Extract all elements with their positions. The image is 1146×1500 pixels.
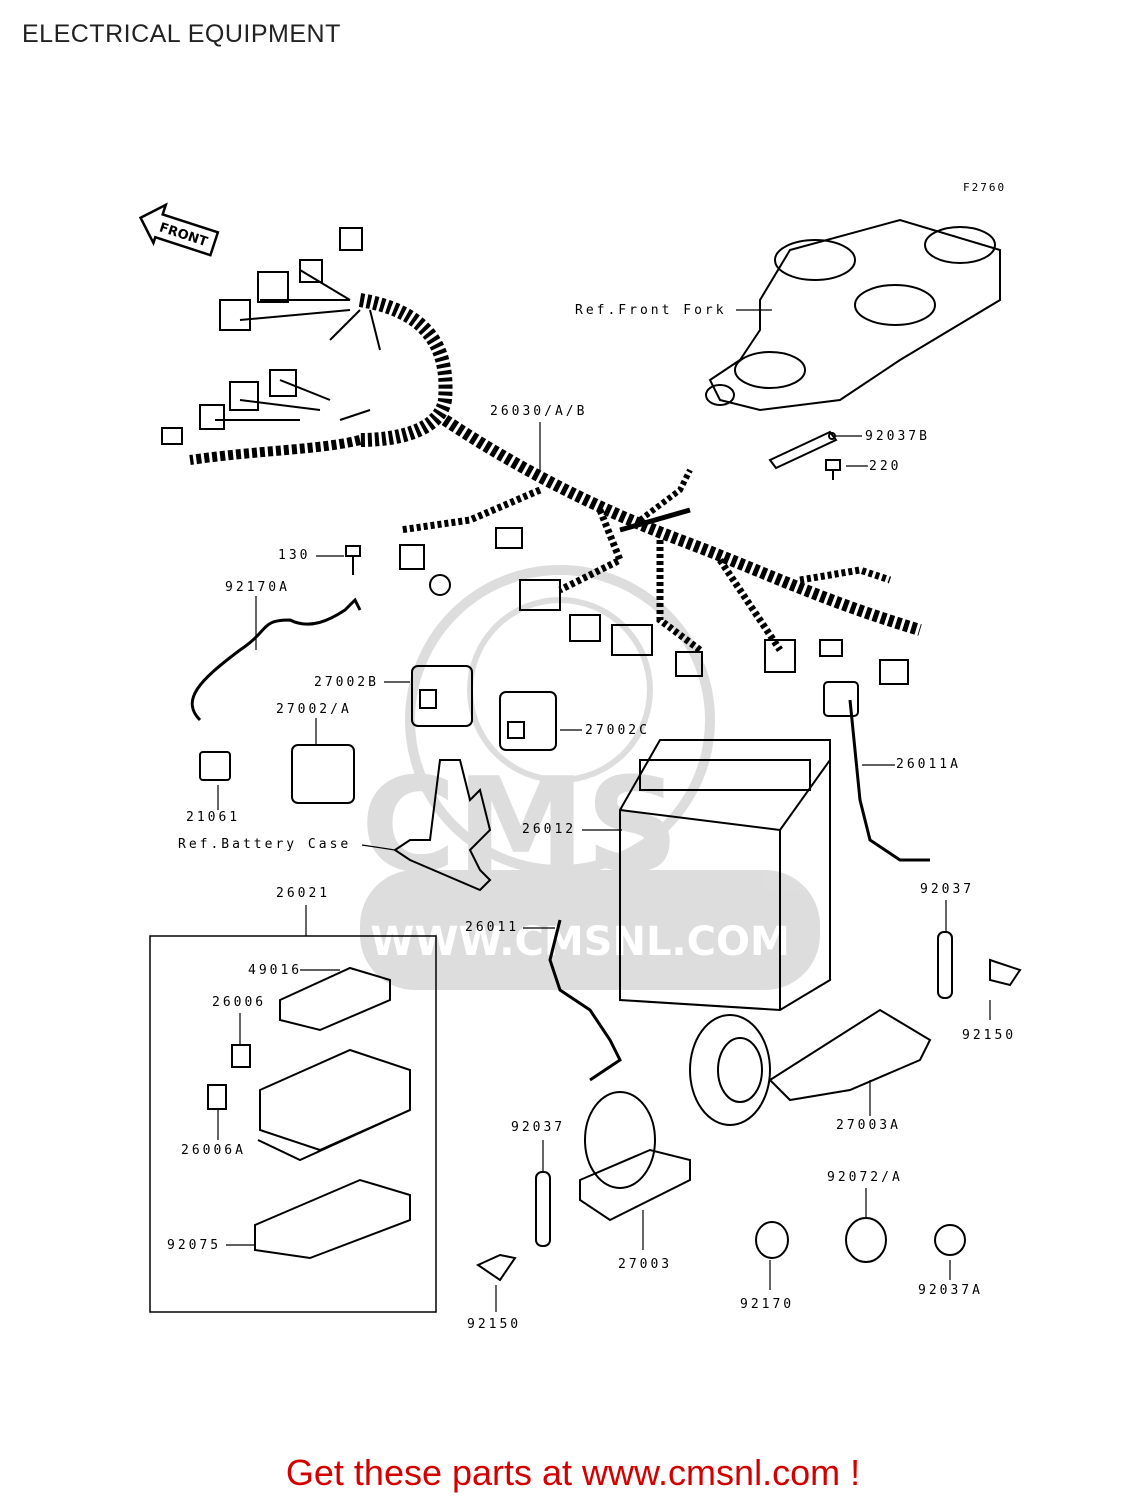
screw-220: [825, 459, 841, 480]
label-26030: 26030/A/B: [490, 404, 588, 419]
relay-27002A: [291, 744, 355, 804]
label-ref-battery-case: Ref.Battery Case: [178, 837, 352, 852]
label-27002A: 27002/A: [276, 702, 352, 717]
label-92037-bottom: 92037: [511, 1120, 566, 1135]
watermark-brand: CMS: [361, 749, 679, 901]
label-92072A: 92072/A: [827, 1170, 903, 1185]
front-arrow: FRONT: [138, 202, 220, 257]
front-fork-bracket: [705, 218, 1001, 412]
label-26011: 26011: [465, 920, 520, 935]
battery-cable-26011A-cap: [823, 681, 859, 717]
label-92075: 92075: [167, 1238, 222, 1253]
label-27003A: 27003A: [836, 1118, 901, 1133]
label-92037-right: 92037: [920, 882, 975, 897]
figure-code: F2760: [963, 181, 1007, 194]
label-26006A: 26006A: [181, 1143, 246, 1158]
label-92170: 92170: [740, 1297, 795, 1312]
label-27003: 27003: [618, 1257, 673, 1272]
relay-27002C: [499, 691, 557, 751]
label-26006: 26006: [212, 995, 267, 1010]
label-92150-bottom: 92150: [467, 1317, 522, 1332]
label-92170A: 92170A: [225, 580, 290, 595]
battery-26012: [619, 739, 831, 1012]
watermark-site: WWW.CMSNL.COM: [370, 919, 790, 965]
label-49016: 49016: [248, 963, 303, 978]
label-92037A: 92037A: [918, 1283, 983, 1298]
label-92037B: 92037B: [865, 429, 930, 444]
battery-cable-26011A: [848, 699, 930, 862]
label-27002B: 27002B: [314, 675, 379, 690]
label-27002C: 27002C: [585, 723, 650, 738]
clamps: [755, 1217, 966, 1263]
page-title: ELECTRICAL EQUIPMENT: [22, 20, 341, 48]
label-26012: 26012: [522, 822, 577, 837]
label-26011A: 26011A: [896, 757, 961, 772]
footer-link[interactable]: Get these parts at www.cmsnl.com !: [285, 1452, 861, 1493]
label-92150-right: 92150: [962, 1028, 1017, 1043]
battery-case-bracket: [393, 759, 492, 892]
label-220: 220: [869, 459, 902, 474]
label-21061: 21061: [186, 810, 241, 825]
fuse-box-frame: [149, 935, 437, 1313]
bolt-130: [345, 545, 361, 575]
label-ref-front-fork: Ref.Front Fork: [575, 303, 727, 318]
horn-27003: [579, 1091, 691, 1222]
label-130: 130: [278, 548, 311, 563]
horn-27003A: [689, 1008, 932, 1126]
battery-cable-26011: [548, 919, 622, 1082]
connector-21061: [199, 751, 231, 781]
wiring-harness: [161, 227, 922, 685]
watermark: CMS WWW.CMSNL.COM: [360, 565, 820, 990]
fuse-box-parts: [207, 966, 411, 1260]
relay-27002B: [411, 665, 473, 727]
ground-strap-92037B: [768, 430, 838, 470]
label-26021: 26021: [276, 886, 331, 901]
cable-92170A: [190, 597, 362, 722]
leader-lines: [217, 309, 991, 1312]
